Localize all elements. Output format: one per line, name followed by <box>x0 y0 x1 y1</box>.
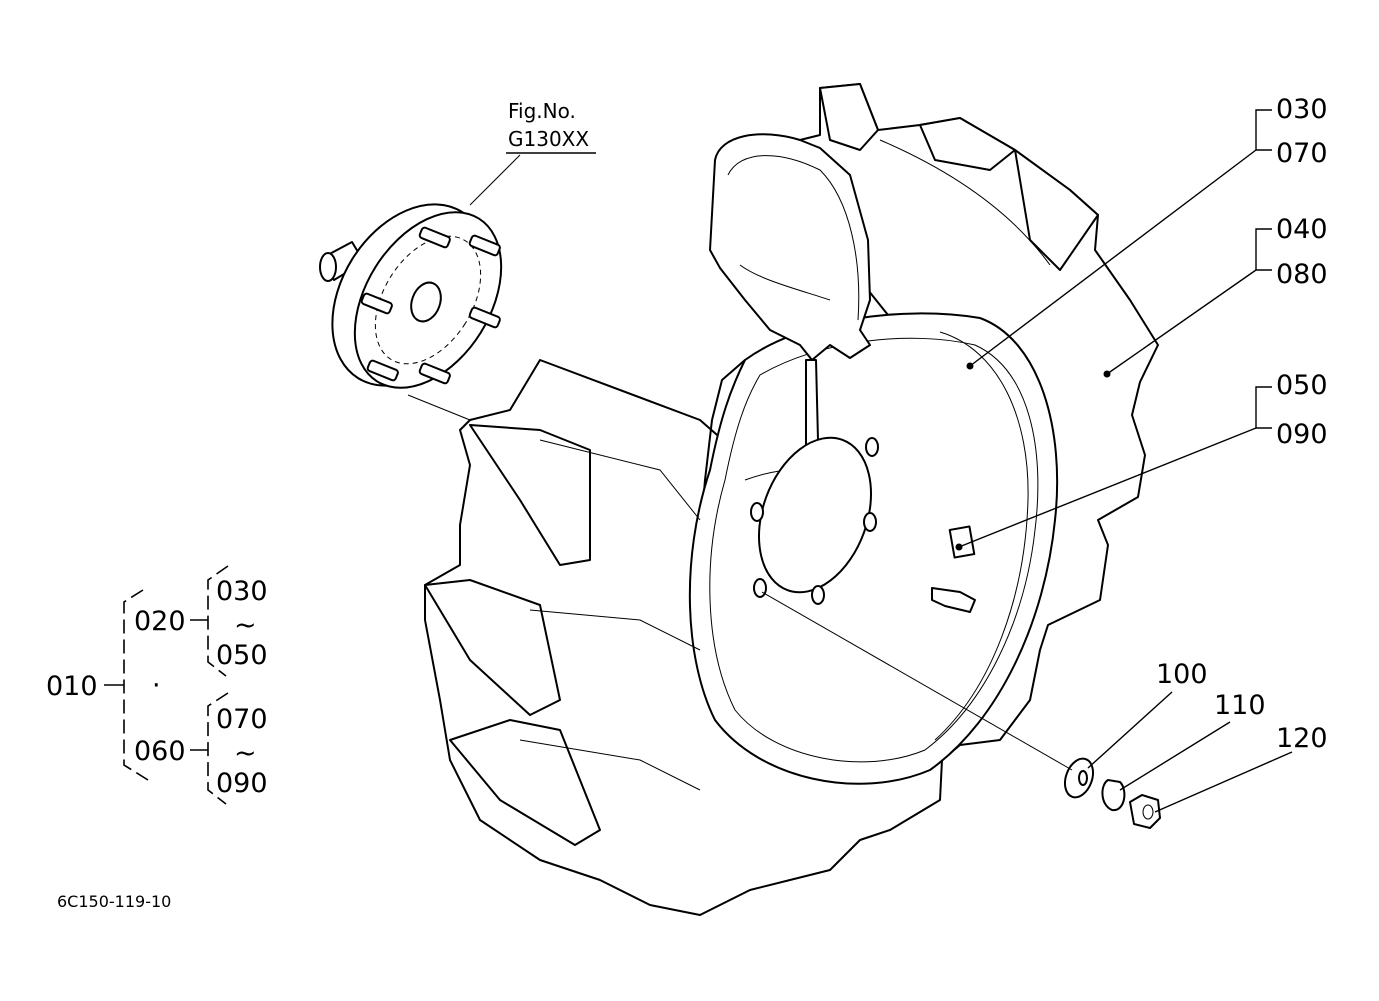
parts-tree <box>104 565 229 805</box>
tree-separator: · <box>152 670 161 701</box>
tree-branch-b-to: 090 <box>216 768 268 799</box>
hub-studs <box>360 226 501 385</box>
tree-branch-b-from: 070 <box>216 704 268 735</box>
hardware <box>761 591 1161 829</box>
callout-050: 050 <box>1276 370 1328 401</box>
tree-branch-a-from: 030 <box>216 576 268 607</box>
nut-120 <box>1129 794 1161 829</box>
tree-branch-a-range: ~ <box>234 610 257 641</box>
tree-branch-a: 020 <box>134 606 186 637</box>
tree-branch-a-to: 050 <box>216 640 268 671</box>
callout-110: 110 <box>1214 690 1266 721</box>
wheel-disc <box>744 436 976 613</box>
drawing-code: 6C150-119-10 <box>57 892 171 911</box>
fig-no-value: G130XX <box>508 127 589 151</box>
callout-120: 120 <box>1276 723 1328 754</box>
fig-no-label: Fig.No. <box>508 99 576 123</box>
hub-assembly <box>319 154 521 421</box>
callout-090: 090 <box>1276 419 1328 450</box>
callout-030: 030 <box>1276 94 1328 125</box>
tree-branch-b-range: ~ <box>234 738 257 769</box>
tire-lugs <box>424 83 1099 846</box>
tree-branch-b: 060 <box>134 736 186 767</box>
callout-100: 100 <box>1156 659 1208 690</box>
tree-root: 010 <box>46 671 98 702</box>
callout-070: 070 <box>1276 138 1328 169</box>
callout-080: 080 <box>1276 259 1328 290</box>
leader-lines <box>506 109 1293 813</box>
spring-washer-110 <box>1101 779 1126 812</box>
callout-040: 040 <box>1276 214 1328 245</box>
